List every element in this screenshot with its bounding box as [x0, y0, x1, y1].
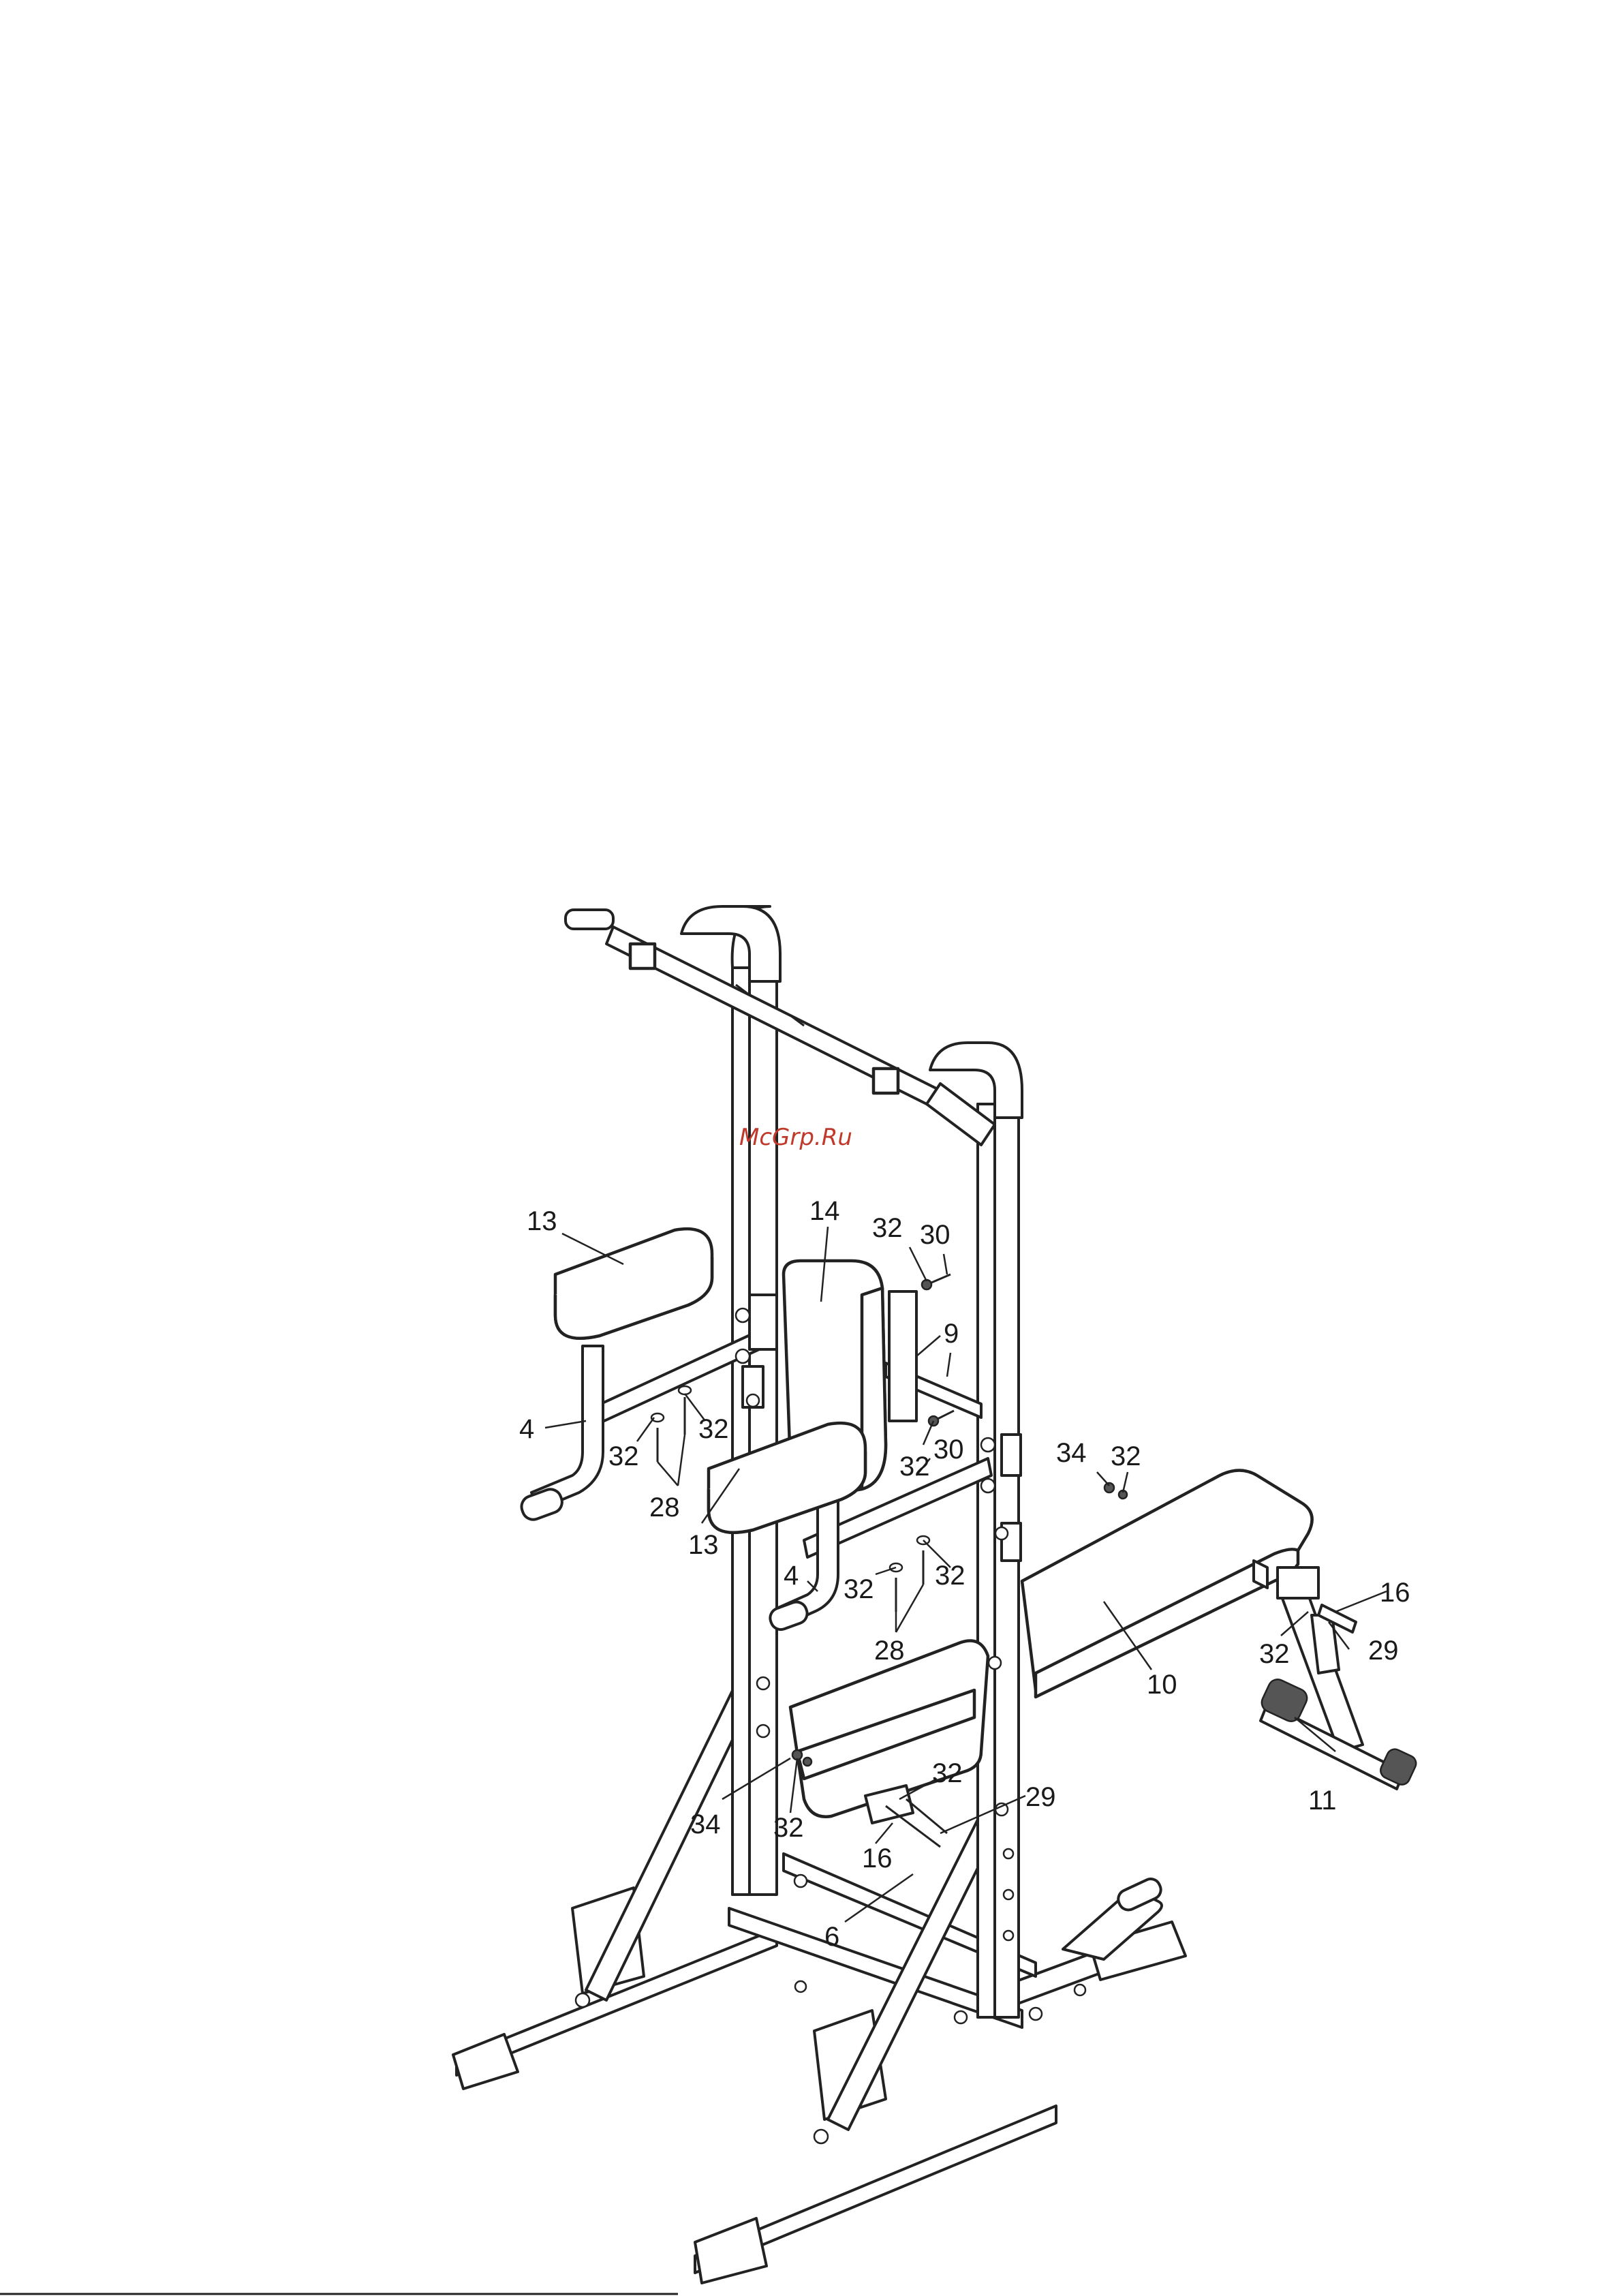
callout-34-upper: 34: [1056, 1438, 1087, 1468]
callout-32-upper: 32: [872, 1213, 903, 1243]
callout-16-lower: 16: [862, 1843, 893, 1873]
watermark-text: McGrp.Ru: [739, 1124, 852, 1151]
callout-29-right: 29: [1368, 1636, 1399, 1666]
callout-16-right: 16: [1380, 1578, 1410, 1608]
callout-34-lower: 34: [690, 1809, 721, 1839]
callout-32-center-a: 32: [844, 1574, 874, 1604]
callout-6: 6: [824, 1922, 839, 1952]
callout-30-upper: 30: [920, 1220, 950, 1250]
callout-28-lower: 28: [874, 1636, 905, 1666]
callout-32-left-a: 32: [608, 1441, 639, 1471]
callout-9: 9: [944, 1319, 959, 1349]
base-frame: [453, 1854, 1186, 2283]
callout-13-upper: 13: [527, 1206, 557, 1236]
callout-32-right: 32: [1259, 1639, 1290, 1669]
callout-32-left-b: 32: [698, 1414, 729, 1444]
callout-4-upper: 4: [519, 1414, 534, 1444]
callout-28-upper: 28: [649, 1493, 680, 1522]
callout-32-lower-left: 32: [773, 1813, 804, 1843]
callout-32-middle: 32: [899, 1452, 930, 1482]
callout-13-lower: 13: [688, 1530, 719, 1560]
callout-32-center-b: 32: [935, 1561, 965, 1591]
callout-11: 11: [1308, 1786, 1337, 1816]
callout-14: 14: [809, 1196, 840, 1226]
callout-10: 10: [1147, 1670, 1177, 1700]
callout-32-lower-right: 32: [932, 1758, 963, 1788]
callout-32-bench: 32: [1111, 1441, 1141, 1471]
callout-4-lower: 4: [784, 1561, 799, 1591]
callout-30-lower: 30: [933, 1435, 964, 1465]
callout-29-lower: 29: [1025, 1782, 1056, 1812]
